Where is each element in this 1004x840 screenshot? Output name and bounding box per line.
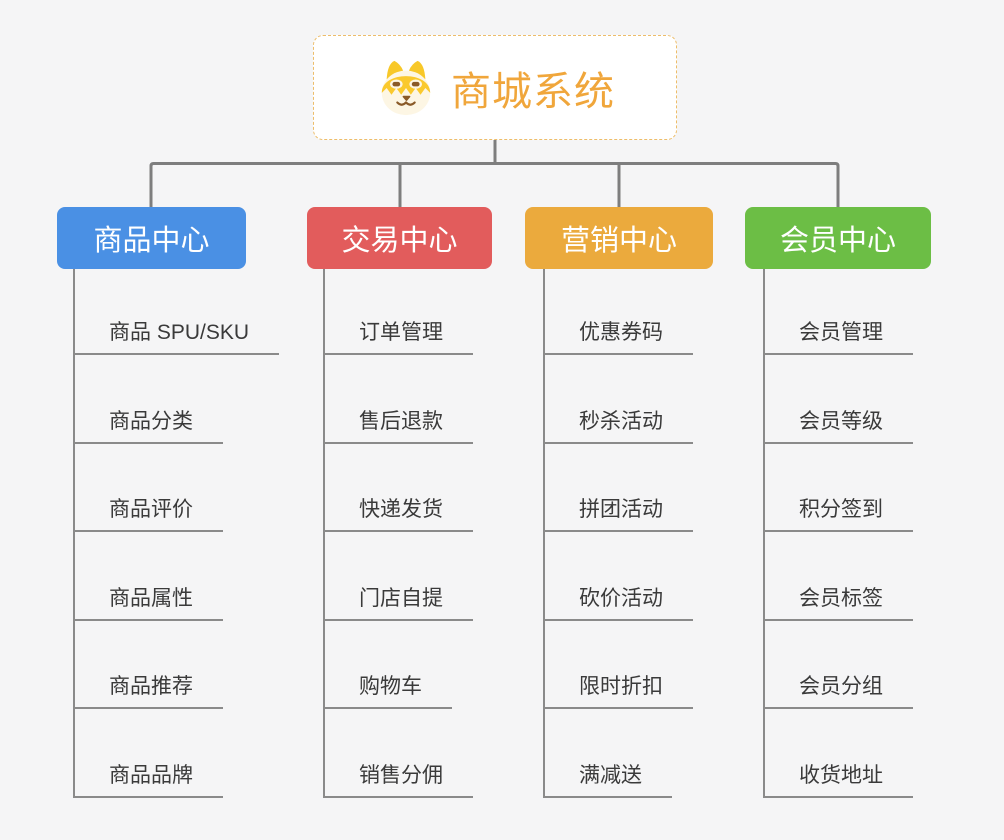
- leaf-label: 满减送: [579, 763, 642, 787]
- leaf-node[interactable]: 收货地址: [765, 709, 913, 798]
- leaf-node[interactable]: 销售分佣: [325, 709, 473, 798]
- leaf-label: 拼团活动: [579, 498, 663, 522]
- shiba-dog-icon: [375, 58, 437, 118]
- branch-box-marketing-center[interactable]: 营销中心: [525, 207, 713, 269]
- branch-leaves-product-center: 商品 SPU/SKU 商品分类 商品评价 商品属性 商品推荐 商品品牌: [73, 266, 280, 798]
- leaf-label: 商品评价: [109, 498, 193, 522]
- leaf-label: 限时折扣: [579, 675, 663, 699]
- leaf-node[interactable]: 订单管理: [325, 266, 473, 355]
- leaf-node[interactable]: 秒杀活动: [545, 355, 693, 444]
- leaf-node[interactable]: 购物车: [325, 621, 452, 710]
- leaf-node[interactable]: 砍价活动: [545, 532, 693, 621]
- leaf-label: 收货地址: [799, 763, 883, 787]
- leaf-node[interactable]: 门店自提: [325, 532, 473, 621]
- leaf-label: 优惠券码: [579, 320, 663, 344]
- branch-box-trade-center[interactable]: 交易中心: [307, 207, 492, 269]
- leaf-node[interactable]: 商品属性: [75, 532, 223, 621]
- branch-box-member-center[interactable]: 会员中心: [745, 207, 931, 269]
- leaf-node[interactable]: 优惠券码: [545, 266, 693, 355]
- leaf-label: 秒杀活动: [579, 409, 663, 433]
- root-title: 商城系统: [451, 69, 615, 114]
- branch-label: 交易中心: [341, 225, 458, 257]
- leaf-label: 快递发货: [359, 498, 443, 522]
- branch-leaves-trade-center: 订单管理 售后退款 快递发货 门店自提 购物车 销售分佣: [323, 266, 473, 798]
- leaf-label: 商品品牌: [109, 763, 193, 787]
- leaf-label: 门店自提: [359, 586, 443, 610]
- branch-label: 营销中心: [560, 225, 677, 257]
- leaf-node[interactable]: 满减送: [545, 709, 672, 798]
- leaf-label: 商品属性: [109, 586, 193, 610]
- leaf-node[interactable]: 积分签到: [765, 444, 913, 533]
- leaf-node[interactable]: 商品品牌: [75, 709, 223, 798]
- leaf-node[interactable]: 商品分类: [75, 355, 223, 444]
- branch-leaves-member-center: 会员管理 会员等级 积分签到 会员标签 会员分组 收货地址: [763, 266, 913, 798]
- leaf-node[interactable]: 售后退款: [325, 355, 473, 444]
- leaf-label: 积分签到: [799, 498, 883, 522]
- leaf-label: 订单管理: [359, 320, 443, 344]
- leaf-label: 砍价活动: [579, 586, 663, 610]
- leaf-node[interactable]: 限时折扣: [545, 621, 693, 710]
- branch-label: 会员中心: [779, 225, 896, 257]
- branch-leaves-marketing-center: 优惠券码 秒杀活动 拼团活动 砍价活动 限时折扣 满减送: [543, 266, 693, 798]
- leaf-label: 售后退款: [359, 409, 443, 433]
- leaf-node[interactable]: 快递发货: [325, 444, 473, 533]
- leaf-label: 会员等级: [799, 409, 883, 433]
- leaf-label: 商品 SPU/SKU: [109, 320, 250, 344]
- leaf-label: 会员标签: [799, 586, 883, 610]
- leaf-label: 会员管理: [799, 320, 883, 344]
- leaf-node[interactable]: 拼团活动: [545, 444, 693, 533]
- leaf-label: 商品分类: [109, 409, 193, 433]
- leaf-label: 销售分佣: [359, 763, 443, 787]
- leaf-label: 购物车: [359, 675, 422, 699]
- leaf-node[interactable]: 会员等级: [765, 355, 913, 444]
- leaf-node[interactable]: 会员标签: [765, 532, 913, 621]
- branch-label: 商品中心: [93, 225, 210, 257]
- leaf-label: 商品推荐: [109, 675, 193, 699]
- leaf-node[interactable]: 商品 SPU/SKU: [75, 266, 280, 355]
- leaf-node[interactable]: 会员分组: [765, 621, 913, 710]
- leaf-node[interactable]: 商品评价: [75, 444, 223, 533]
- leaf-node[interactable]: 会员管理: [765, 266, 913, 355]
- leaf-node[interactable]: 商品推荐: [75, 621, 223, 710]
- branch-box-product-center[interactable]: 商品中心: [57, 207, 246, 269]
- root-node[interactable]: 商城系统: [313, 35, 677, 140]
- leaf-label: 会员分组: [799, 675, 883, 699]
